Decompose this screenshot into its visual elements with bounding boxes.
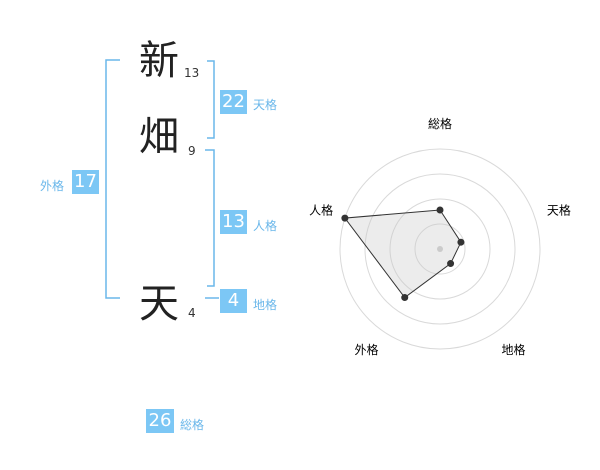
radar-axis-label: 地格 bbox=[501, 342, 525, 357]
radar-polygon bbox=[343, 209, 462, 299]
name-char-3: 天 bbox=[139, 281, 179, 327]
radar-point-2 bbox=[457, 238, 465, 246]
name-char-2: 畑 bbox=[139, 114, 179, 160]
radar-ring bbox=[414, 223, 466, 275]
gaikaku-label: 外格 bbox=[40, 179, 65, 193]
radar-ring bbox=[339, 148, 541, 350]
radar-axis-label: 総格 bbox=[428, 116, 452, 131]
radar-axis-label: 天格 bbox=[547, 202, 571, 217]
tenkaku-label: 天格 bbox=[253, 98, 278, 112]
chikaku-value: 4 bbox=[220, 289, 247, 313]
chikaku-label: 地格 bbox=[253, 298, 278, 312]
jinkaku-bracket bbox=[205, 149, 215, 287]
stroke-count-3: 4 bbox=[188, 306, 196, 320]
tenkaku-value: 22 bbox=[220, 90, 247, 114]
soukaku-label: 総格 bbox=[180, 418, 205, 432]
stroke-count-1: 13 bbox=[184, 66, 200, 80]
radar-point-1 bbox=[436, 206, 444, 214]
tenkaku-bracket bbox=[207, 60, 215, 139]
gaikaku-bracket bbox=[105, 59, 120, 299]
jinkaku-value: 13 bbox=[220, 210, 247, 234]
name-char-1: 新 bbox=[139, 38, 179, 84]
radar-point-4 bbox=[401, 294, 409, 302]
soukaku-value: 26 bbox=[146, 409, 174, 433]
radar-axis-label: 人格 bbox=[309, 202, 333, 217]
radar-point-5 bbox=[341, 214, 349, 222]
radar-ring bbox=[364, 173, 516, 325]
radar-point-3 bbox=[447, 260, 455, 268]
radar-axis-label: 外格 bbox=[355, 342, 379, 357]
radar-ring bbox=[389, 198, 491, 300]
jinkaku-label: 人格 bbox=[253, 219, 278, 233]
gaikaku-value: 17 bbox=[72, 170, 99, 194]
stroke-count-2: 9 bbox=[188, 144, 196, 158]
radar-center bbox=[437, 246, 443, 252]
